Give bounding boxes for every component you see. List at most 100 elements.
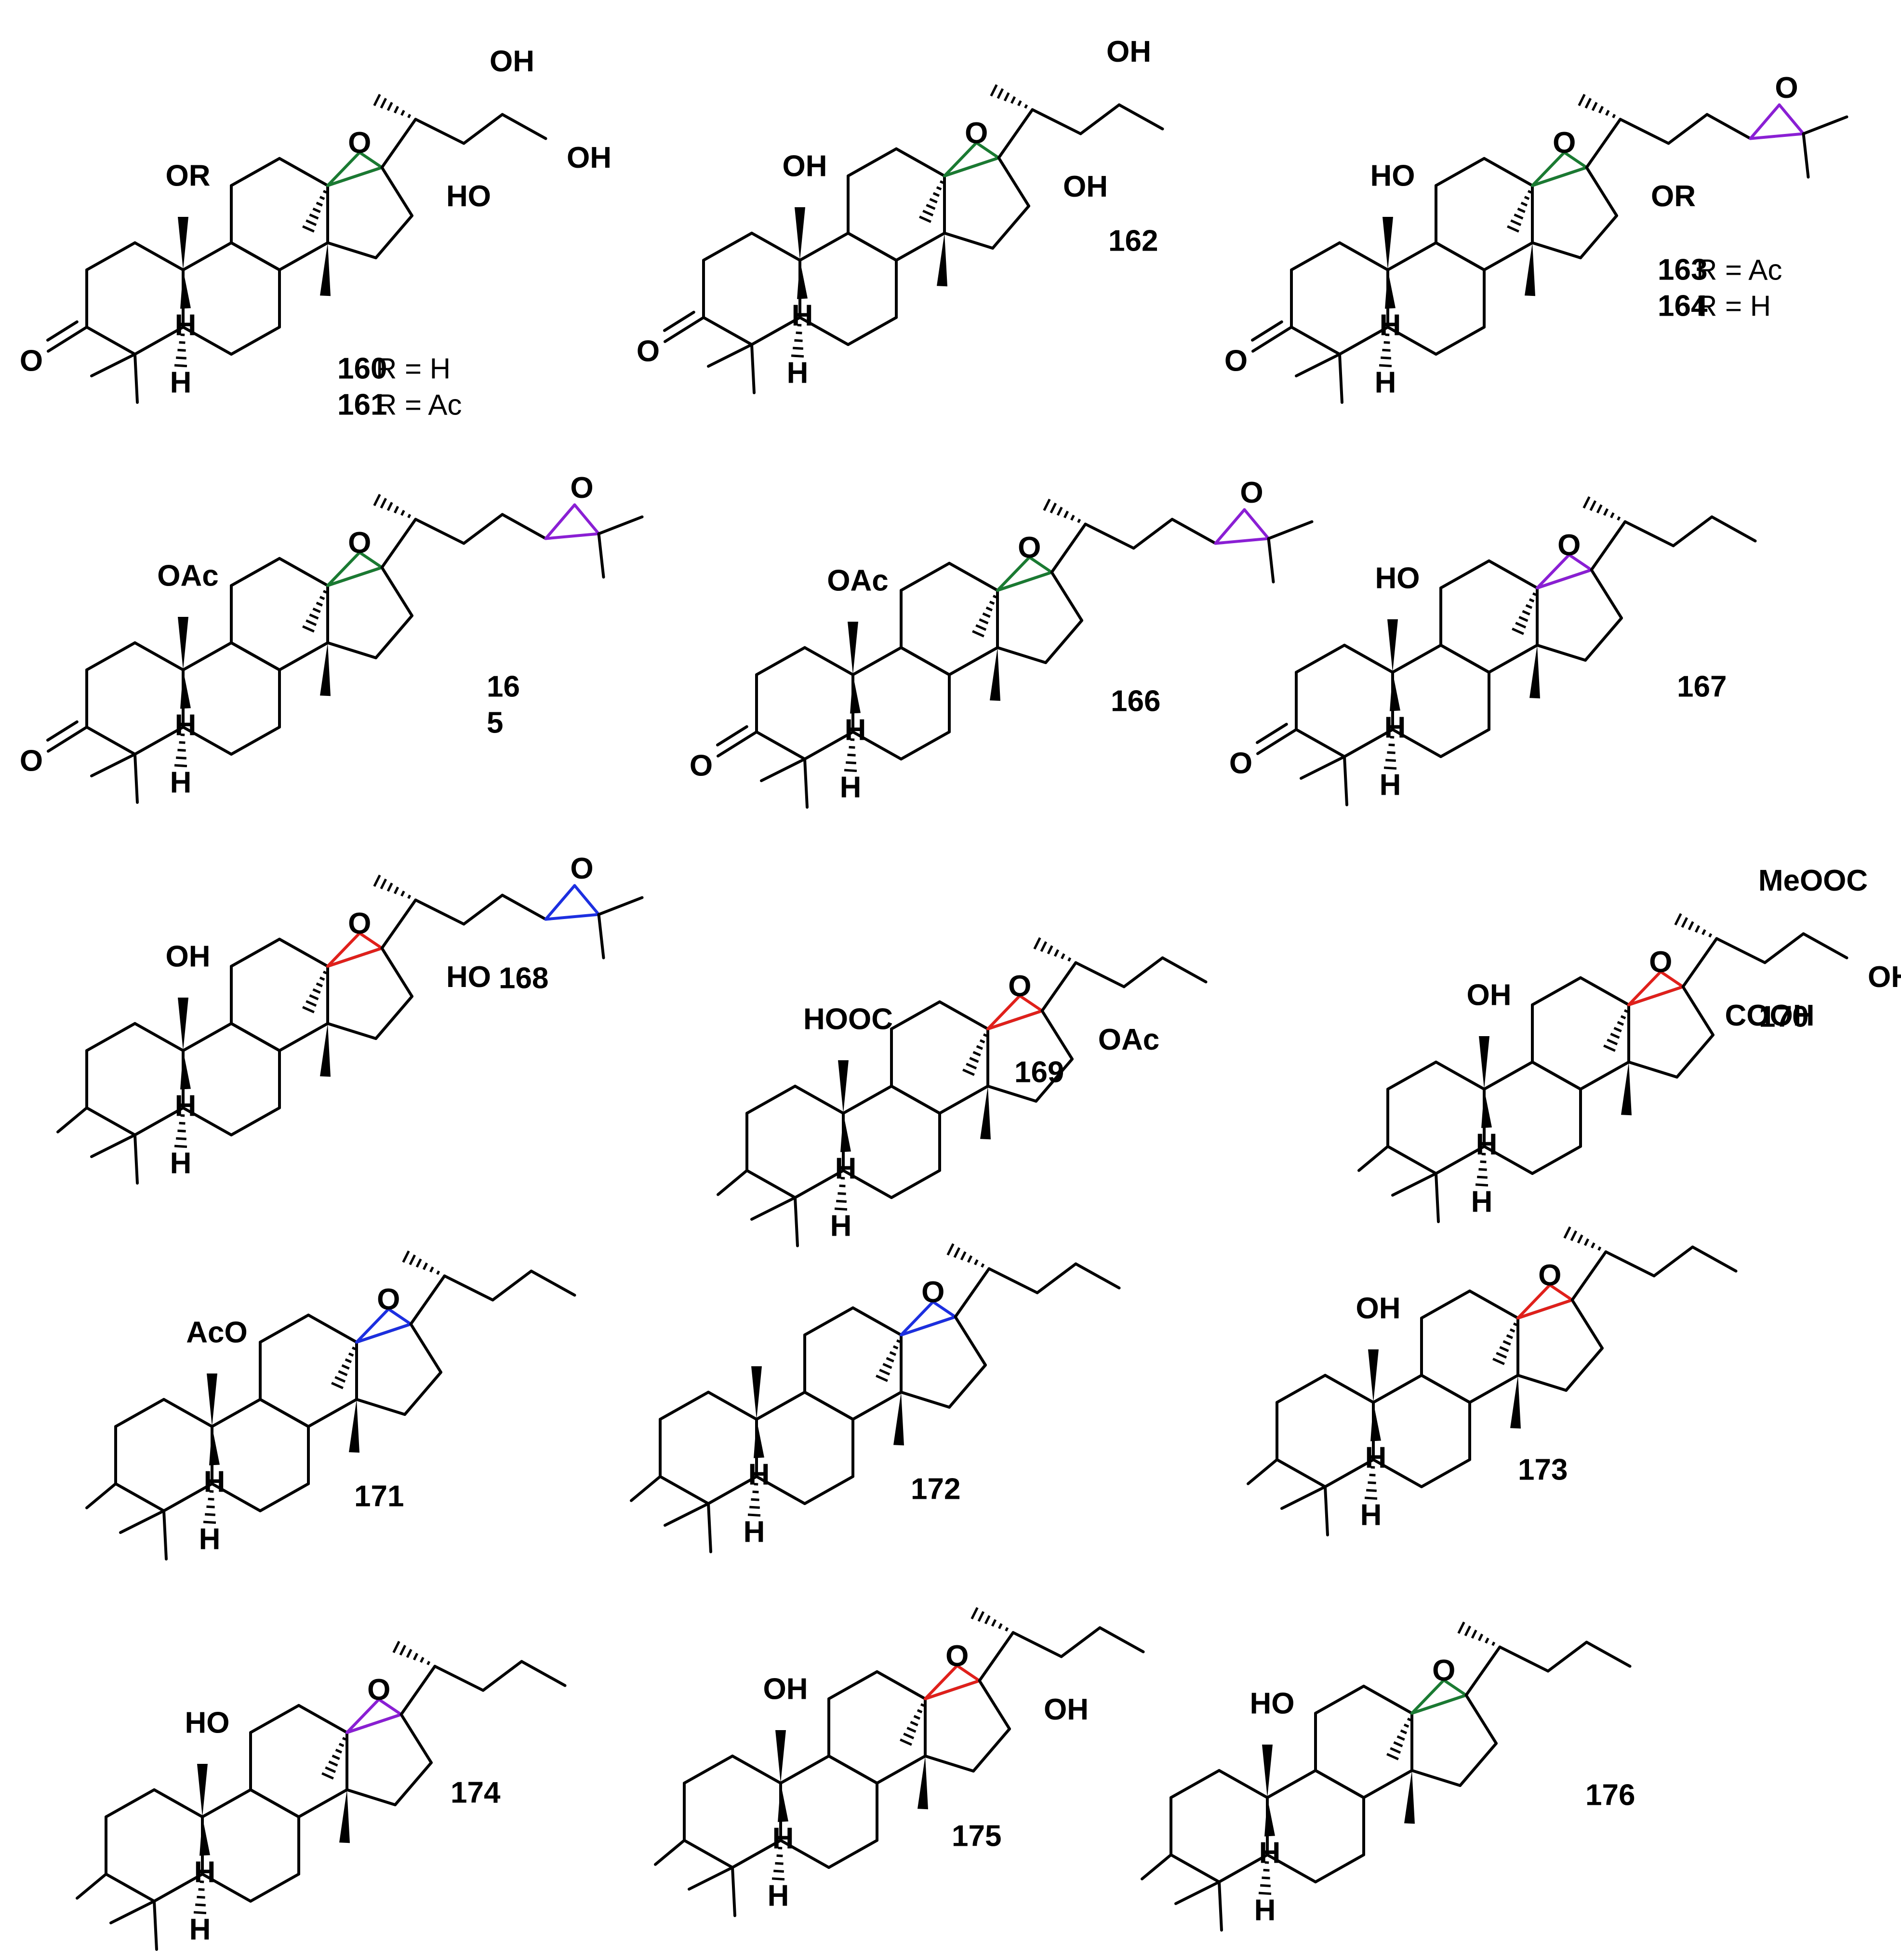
bond bbox=[847, 316, 898, 346]
atom-label: OH bbox=[763, 1673, 808, 1706]
bond bbox=[847, 231, 898, 262]
compound-number: 173 bbox=[1518, 1453, 1568, 1487]
hashed-bond bbox=[1457, 1621, 1496, 1646]
bond bbox=[1036, 1262, 1077, 1294]
bond bbox=[1266, 1853, 1317, 1883]
bond bbox=[1531, 151, 1566, 187]
bond bbox=[1362, 1684, 1413, 1715]
wedge-bond bbox=[937, 233, 947, 287]
hashed-bond bbox=[373, 874, 412, 899]
bond bbox=[1295, 728, 1346, 758]
bond bbox=[900, 1315, 957, 1336]
wedge-bond bbox=[754, 1419, 764, 1458]
atom-label: O bbox=[1008, 970, 1031, 1003]
bond bbox=[943, 156, 1000, 177]
compound-number: 175 bbox=[952, 1820, 1001, 1853]
atom-label: H bbox=[835, 1152, 857, 1186]
bond bbox=[1442, 1679, 1468, 1697]
hashed-bond bbox=[402, 1250, 440, 1275]
wedge-bond bbox=[838, 1060, 849, 1113]
hashed-bond bbox=[876, 1339, 901, 1382]
bond bbox=[573, 884, 600, 916]
bond bbox=[900, 646, 951, 676]
bond bbox=[1031, 108, 1082, 135]
bond bbox=[1343, 755, 1348, 806]
bond bbox=[1410, 1693, 1468, 1715]
bond bbox=[182, 1106, 233, 1136]
hashed-bond bbox=[1043, 498, 1081, 523]
bond bbox=[1778, 103, 1805, 135]
bond bbox=[986, 1009, 1044, 1030]
bond bbox=[1243, 508, 1270, 540]
hashed-bond bbox=[1578, 93, 1616, 119]
wedge-bond bbox=[1385, 270, 1396, 309]
bond bbox=[326, 641, 377, 659]
bond bbox=[399, 1713, 433, 1764]
wedge-bond bbox=[797, 260, 808, 299]
atom-label: H bbox=[194, 1856, 216, 1889]
bond bbox=[688, 1866, 734, 1891]
bond bbox=[1749, 103, 1781, 140]
bond bbox=[1266, 1769, 1317, 1799]
compound-number: 166 bbox=[1111, 685, 1160, 718]
bond bbox=[133, 725, 185, 756]
bond bbox=[803, 1475, 854, 1505]
bond bbox=[924, 1679, 981, 1700]
bond bbox=[997, 108, 1034, 160]
atom-label: OR bbox=[1651, 180, 1696, 213]
atom-label: H bbox=[772, 1822, 794, 1855]
atom-label: OR bbox=[166, 160, 211, 193]
atom-label: H bbox=[1254, 1893, 1276, 1927]
bond bbox=[520, 1660, 567, 1687]
atom-label: H bbox=[175, 309, 197, 342]
wedge-bond bbox=[840, 1113, 851, 1152]
bond bbox=[326, 551, 361, 587]
bond bbox=[1627, 1060, 1678, 1079]
bond bbox=[1050, 571, 1083, 622]
bond bbox=[133, 1022, 185, 1052]
bond bbox=[997, 156, 1030, 208]
bond bbox=[1357, 1145, 1389, 1172]
bond bbox=[76, 1872, 107, 1900]
bond bbox=[900, 730, 951, 760]
bond bbox=[1604, 1250, 1656, 1278]
bond bbox=[755, 1390, 806, 1421]
wedge-bond bbox=[1368, 1349, 1379, 1402]
atom-label: HOOC bbox=[803, 1003, 893, 1036]
atom-label: H bbox=[175, 1090, 197, 1123]
bond bbox=[842, 1084, 893, 1115]
bond bbox=[182, 325, 233, 356]
hashed-bond bbox=[321, 1737, 346, 1780]
atom-label: HO bbox=[1370, 160, 1415, 193]
bond bbox=[1536, 568, 1593, 589]
hashed-bond bbox=[919, 180, 944, 223]
bond bbox=[1435, 1145, 1486, 1175]
atom-label: OH bbox=[567, 141, 612, 174]
atom-label: H bbox=[744, 1515, 765, 1548]
bond bbox=[326, 241, 377, 259]
bond bbox=[182, 725, 233, 756]
atom-label: H bbox=[1380, 309, 1401, 342]
bond bbox=[1435, 241, 1486, 271]
compound-number: 174 bbox=[451, 1776, 501, 1810]
bond bbox=[501, 893, 547, 921]
bond bbox=[90, 353, 136, 377]
bond bbox=[1705, 113, 1752, 140]
atom-label: H bbox=[1476, 1128, 1498, 1161]
bond bbox=[1391, 1172, 1437, 1197]
bond bbox=[1483, 241, 1534, 271]
bond bbox=[380, 566, 413, 617]
bond bbox=[399, 1665, 437, 1716]
hashed-bond bbox=[1386, 1718, 1411, 1760]
bond bbox=[1546, 1640, 1588, 1673]
compound-number: 162 bbox=[1108, 225, 1158, 258]
bond bbox=[414, 118, 465, 145]
bond bbox=[114, 1482, 165, 1512]
atom-label: R = H bbox=[1696, 290, 1771, 322]
bond bbox=[481, 1660, 523, 1692]
bond bbox=[1531, 241, 1582, 259]
hashed-bond bbox=[1364, 1466, 1378, 1500]
wedge-bond bbox=[848, 622, 858, 675]
